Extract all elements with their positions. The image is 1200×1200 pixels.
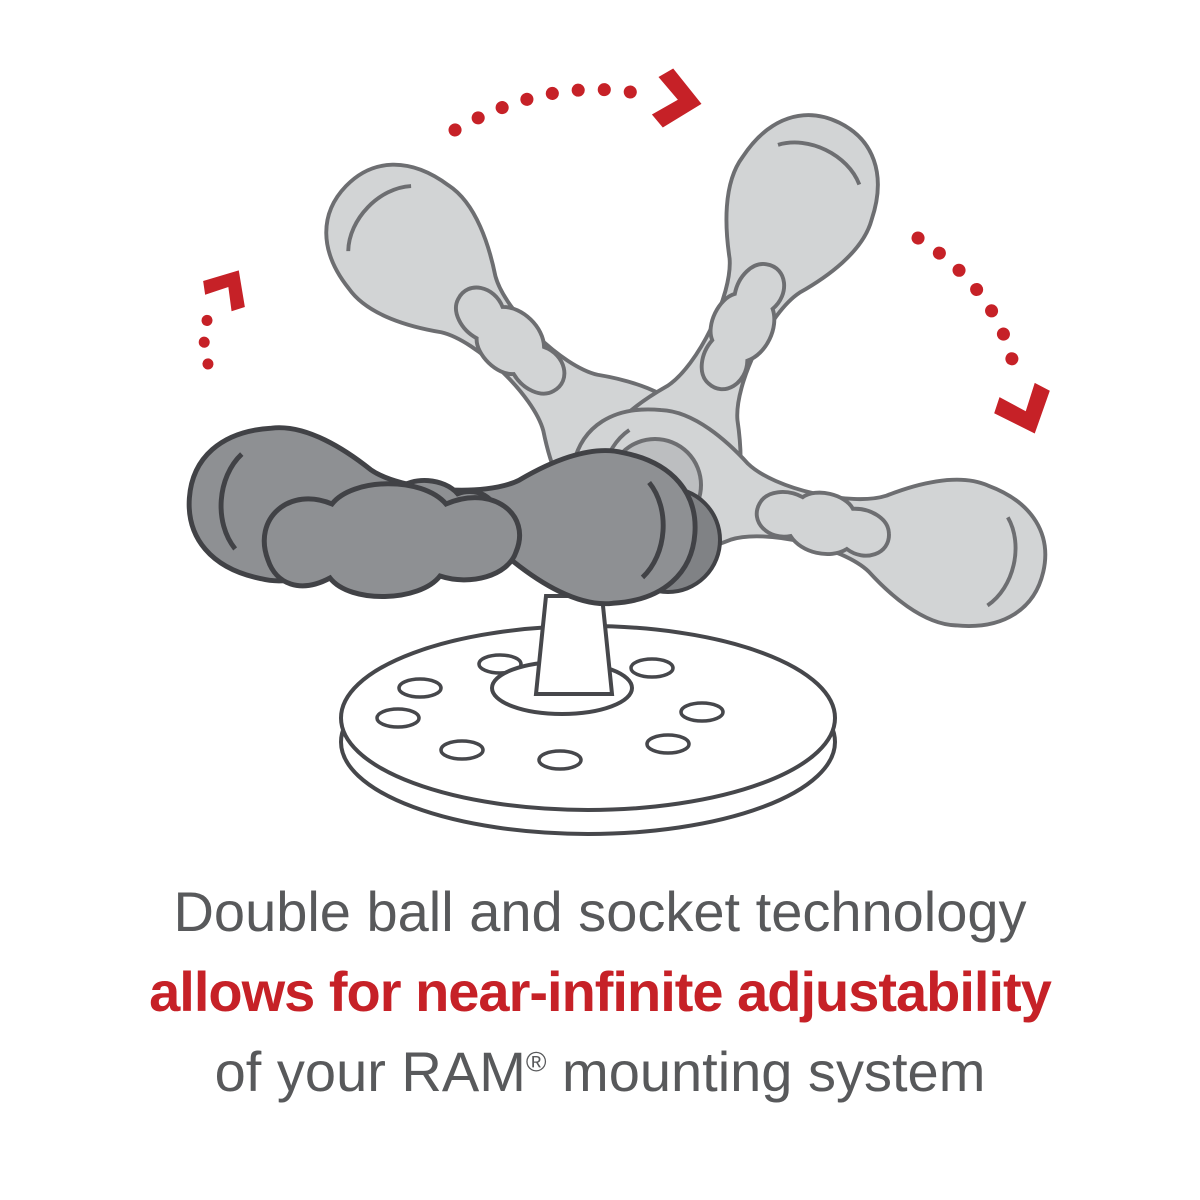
rotation-arrow-right: [911, 231, 1063, 445]
caption-line-1: Double ball and socket technology: [173, 880, 1027, 943]
round-base-plate: [339, 594, 837, 836]
double-socket-arm-illustration: [0, 66, 1063, 836]
base-plate-holes: [375, 653, 725, 771]
caption-line-3: of your RAM® mounting system: [0, 1032, 1200, 1112]
rotation-arrow-top: [448, 66, 707, 137]
caption-line-2: allows for near-infinite adjustability: [149, 960, 1052, 1023]
registered-trademark-symbol: ®: [525, 1046, 547, 1078]
rotation-arrow-left: [197, 257, 260, 370]
wing-knob: [261, 481, 523, 599]
base-ball-stem: [533, 594, 615, 696]
caption-line-3-text-end: mounting system: [546, 1040, 986, 1103]
caption: Double ball and socket technology allows…: [0, 872, 1200, 1112]
caption-line-3-text: of your RAM: [214, 1040, 526, 1103]
